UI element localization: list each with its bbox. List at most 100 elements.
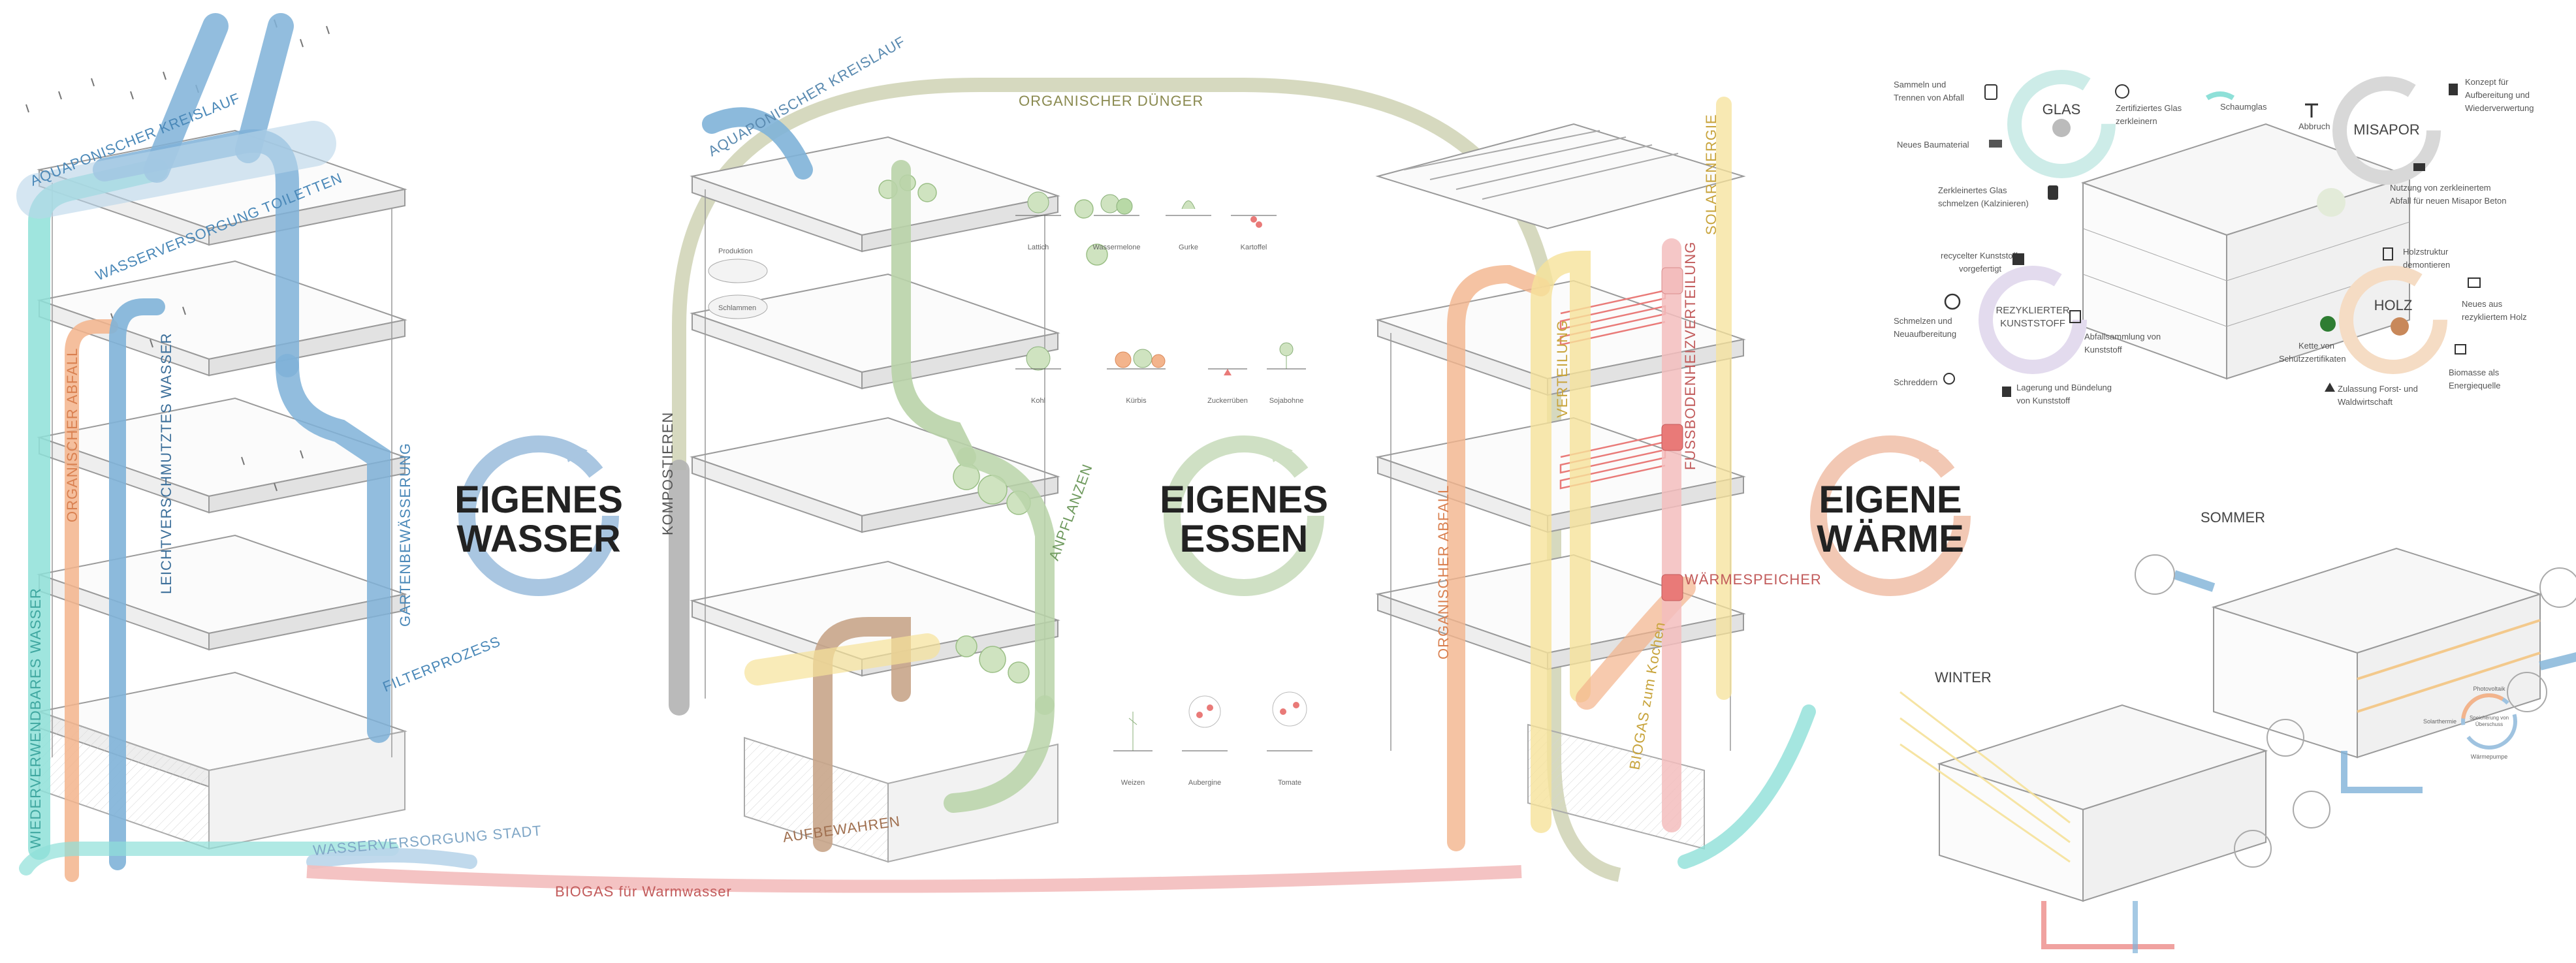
wood-item-1a: Holzstruktur <box>2403 247 2449 257</box>
winter-trees <box>2234 719 2330 868</box>
wood-item-2b: rezykliertem Holz <box>2462 312 2527 322</box>
legend-top: Photovoltaik <box>2473 686 2505 692</box>
wood-item-3b: Schutzzertifikaten <box>2279 354 2346 364</box>
forest-icon <box>2325 383 2335 392</box>
label-garden-irrigation: GARTENBEWÄSSERUNG <box>397 443 413 627</box>
winter-building <box>1900 691 2268 953</box>
heat-storage-tanks <box>1661 267 1683 601</box>
legend-center-2: Überschuss <box>2475 721 2503 727</box>
heat-section: ORGANISCHER ABFALL VERTEILUNG FUSSBODENH… <box>1375 97 1971 869</box>
furniture-icon <box>2468 277 2481 288</box>
misapor-item-1a: Konzept für <box>2465 77 2509 87</box>
water-section: AQUAPONISCHER KREISLAUF WASSERVERSORGUNG… <box>16 13 623 882</box>
plastic-title-2: KUNSTSTOFF <box>2000 318 2065 329</box>
plant-sugarbeet: Zuckerrüben <box>1207 368 1248 405</box>
plant-cucumber: Gurke <box>1166 200 1211 251</box>
glass-item-5b: schmelzen (Kalzinieren) <box>1938 198 2029 208</box>
label-floor-heating: FUSSBODENHEIZVERTEILUNG <box>1682 242 1698 470</box>
water-flows <box>16 13 477 882</box>
plant-label: Kohl <box>1031 397 1045 405</box>
wood-group: HOLZ Holzstruktur demontieren Neues aus … <box>2279 247 2527 407</box>
summer-building <box>2172 547 2576 793</box>
label-fertilizer: ORGANISCHER DÜNGER <box>1019 93 1203 109</box>
label-biogas-warm-water: BIOGAS für Warmwasser <box>555 883 732 900</box>
plant-label: Lattich <box>1028 244 1049 251</box>
wood-item-3a: Kette von <box>2298 341 2334 351</box>
water-circle: EIGENES WASSER <box>454 435 623 596</box>
plastic-item-1a: recycelter Kunststoff <box>1941 251 2018 260</box>
shredder-icon <box>2115 84 2129 99</box>
food-circle: EIGENES ESSEN <box>1160 435 1328 596</box>
misapor-item-1c: Wiederverwertung <box>2465 103 2534 113</box>
plant-label: Zuckerrüben <box>1207 397 1248 405</box>
plastic-item-5b: von Kunststoff <box>2016 396 2071 405</box>
label-reusable-water: WIEDERVERWENDBARES WASSER <box>27 588 44 849</box>
glass-item-2a: Zertifiziertes Glas <box>2116 103 2182 113</box>
label-organic-waste-heat: ORGANISCHER ABFALL <box>1435 485 1452 659</box>
plastic-item-2a: Schmelzen und <box>1894 316 1952 326</box>
glass-group: GLAS Sammeln und Trennen von Abfall Zert… <box>1894 70 2267 208</box>
furnace-icon <box>2048 185 2058 200</box>
plant-potato: Kartoffel <box>1231 215 1277 251</box>
plant-pumpkin: Kürbis <box>1107 349 1166 405</box>
plants-legend: Lattich Wassermelone Gurke Kartoffel Koh… <box>1015 191 1312 787</box>
label-solar: SOLARENERGIE <box>1703 114 1719 235</box>
dismantle-icon <box>2383 247 2393 260</box>
misapor-item-3a: Nutzung von zerkleinertem <box>2390 183 2491 193</box>
label-organic-waste-water: ORGANISCHER ABFALL <box>64 348 80 522</box>
storage-icon <box>2002 387 2011 397</box>
winter-label: WINTER <box>1935 669 1992 686</box>
summer-label: SOMMER <box>2201 509 2265 526</box>
heat-circle: EIGENE WÄRME <box>1810 435 1971 596</box>
misapor-title: MISAPOR <box>2353 121 2419 138</box>
plant-label: Gurke <box>1179 244 1198 251</box>
heat-building <box>1375 123 1746 850</box>
food-circle-line1: EIGENES <box>1160 479 1328 521</box>
glass-item-1b: Trennen von Abfall <box>1894 93 1964 103</box>
water-building <box>39 130 405 850</box>
wood-item-5b: Energiequelle <box>2449 381 2501 390</box>
glass-item-1a: Sammeln und <box>1894 80 1946 89</box>
heat-flows <box>1447 97 1816 869</box>
misapor-group: MISAPOR Konzept für Aufbereitung und Wie… <box>2298 76 2534 206</box>
plant-label: Wassermelone <box>1093 244 1141 251</box>
wood-item-2a: Neues aus <box>2462 299 2503 309</box>
building-material-icon <box>1989 140 2002 148</box>
wood-item-1b: demontieren <box>2403 260 2450 270</box>
label-filter: FILTERPROZESS <box>381 633 503 695</box>
plastic-item-1b: vorgefertigt <box>1959 264 2001 274</box>
plant-watermelon: Wassermelone <box>1093 194 1141 251</box>
label-lightly-polluted: LEICHTVERSCHMUTZTES WASSER <box>158 333 174 594</box>
misapor-item-2: Abbruch <box>2298 121 2330 131</box>
plant-label: Weizen <box>1121 779 1145 787</box>
heat-circle-line2: WÄRME <box>1817 518 1964 560</box>
collection-bin-icon <box>1984 84 1997 100</box>
wood-title: HOLZ <box>2374 297 2413 313</box>
energy-legend: Photovoltaik Speicherung von Überschuss … <box>2423 686 2517 760</box>
wood-item-4b: Waldwirtschaft <box>2338 397 2393 407</box>
pefc-certificate-icon <box>2320 316 2336 332</box>
plastic-group: REZYKLIERTER KUNSTSTOFF recycelter Kunst… <box>1894 251 2161 405</box>
glass-item-2b: zerkleinern <box>2116 116 2157 126</box>
plant-soybean: Sojabohne <box>1267 342 1306 405</box>
shredder-plastic-icon <box>1943 373 1955 385</box>
plastic-item-2b: Neuaufbereitung <box>1894 329 1956 339</box>
plant-label: Sojabohne <box>1269 397 1304 405</box>
plant-label: Tomate <box>1278 779 1301 787</box>
plastic-item-3a: Abfallsammlung von <box>2084 332 2161 341</box>
plant-lettuce: Lattich <box>1015 191 1061 251</box>
summer-trees <box>2135 554 2576 712</box>
plastic-title-1: REZYKLIERTER <box>1996 305 2069 316</box>
plastic-bin-icon <box>2069 310 2081 323</box>
wood-item-4a: Zulassung Forst- und <box>2338 384 2418 394</box>
water-circle-line2: WASSER <box>456 518 620 560</box>
glass-item-5a: Zerkleinertes Glas <box>1938 185 2007 195</box>
glass-item-3: Schaumglas <box>2220 102 2267 112</box>
legend-center-1: Speicherung von <box>2470 715 2509 721</box>
water-circle-line1: EIGENES <box>454 479 623 521</box>
label-heat-storage: WÄRMESPEICHER <box>1685 571 1822 588</box>
recycling-section: GLAS Sammeln und Trennen von Abfall Zert… <box>1894 70 2534 407</box>
plastic-item-5a: Lagerung und Bündelung <box>2016 383 2112 392</box>
recycling-building <box>2080 123 2412 380</box>
